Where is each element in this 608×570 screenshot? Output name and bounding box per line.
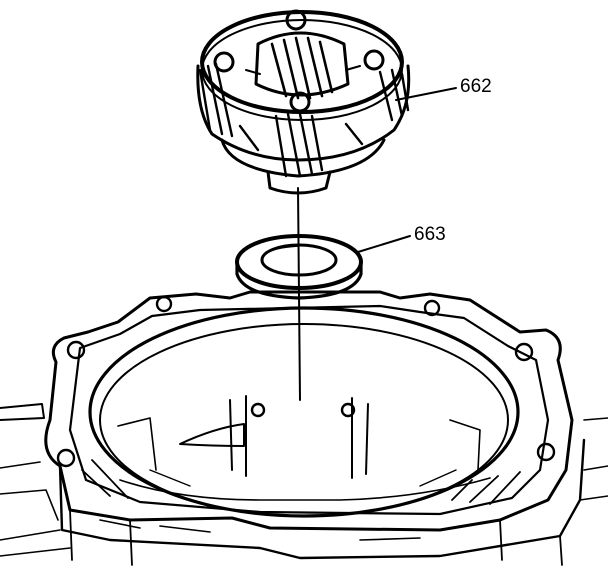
thrust-washer [235,234,363,300]
case-bore [88,306,520,518]
callout-662-leader [395,87,457,101]
callout-663-label: 663 [414,224,446,245]
flange-bolt-holes [56,295,556,468]
assembly-center-line [297,187,301,401]
planetary-carrier [196,9,411,195]
callout-663-leader [357,235,411,253]
callout-662-label: 662 [460,76,492,97]
transmission-case [0,290,608,566]
